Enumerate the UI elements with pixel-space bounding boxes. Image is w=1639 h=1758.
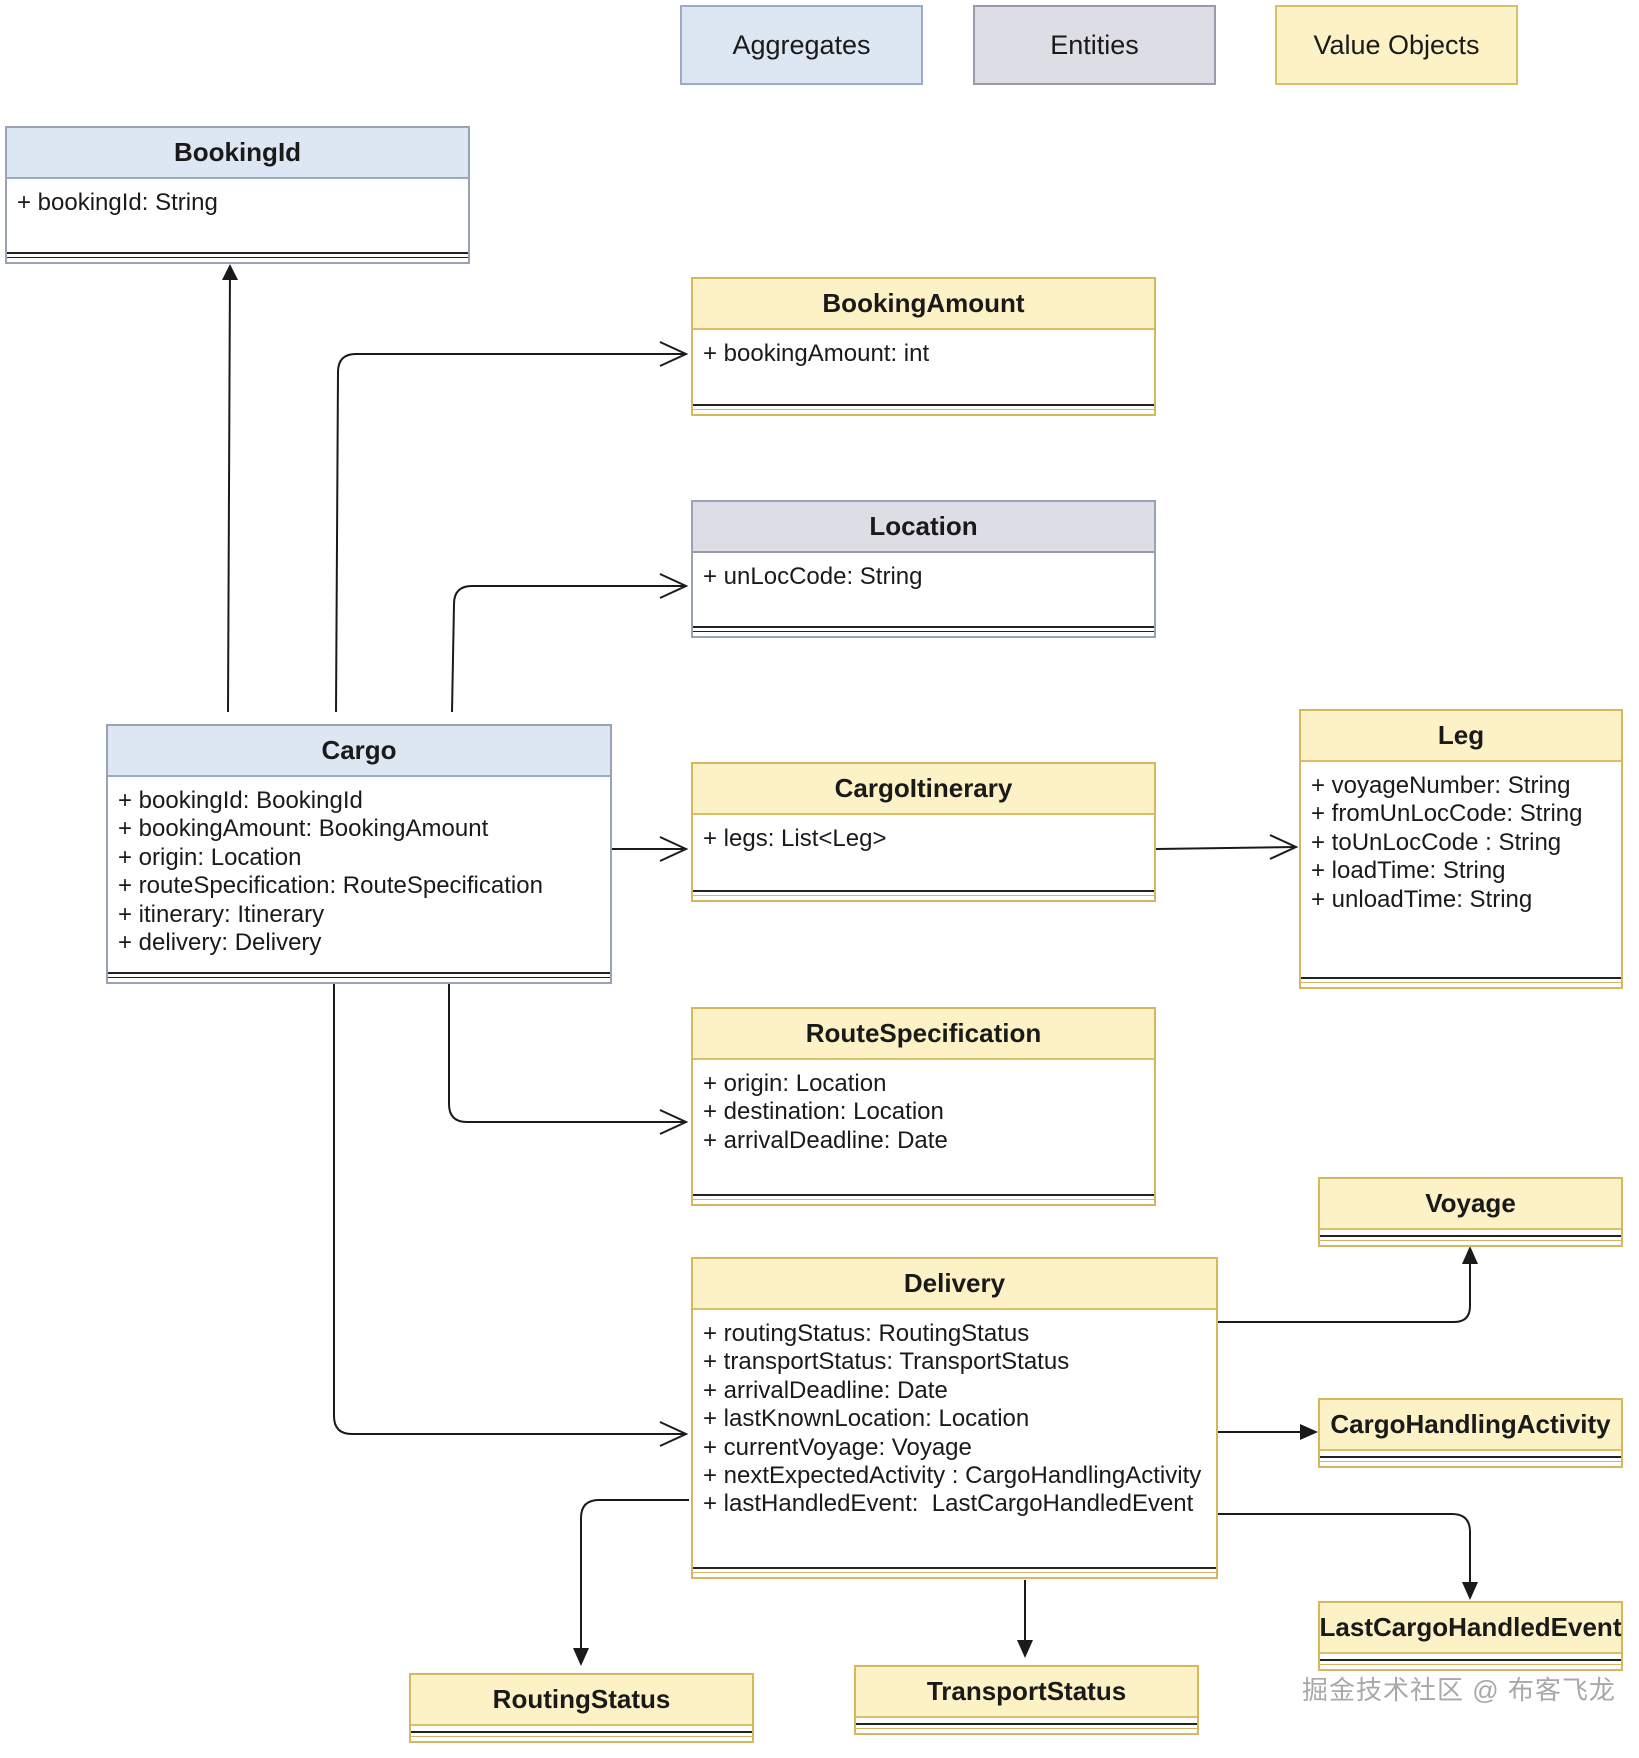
class-transportstatus: TransportStatus — [854, 1665, 1199, 1735]
class-divider — [1320, 1659, 1621, 1665]
class-divider — [7, 252, 468, 258]
class-divider — [693, 1567, 1216, 1573]
class-divider — [1320, 1456, 1621, 1462]
class-title: CargoHandlingActivity — [1320, 1400, 1621, 1451]
class-divider — [108, 972, 610, 978]
class-attribute: + nextExpectedActivity : CargoHandlingAc… — [703, 1462, 1202, 1490]
class-attribute: + transportStatus: TransportStatus — [703, 1348, 1070, 1376]
arrowhead-handling-activity — [1300, 1424, 1318, 1440]
class-title: CargoItinerary — [693, 764, 1154, 815]
arrowhead-last-event — [1462, 1582, 1478, 1600]
legend-aggregates-label: Aggregates — [732, 29, 871, 60]
class-attribute: + origin: Location — [703, 1070, 887, 1097]
arrowhead-routespec — [659, 1109, 689, 1135]
class-attribute: + fromUnLocCode: String — [1311, 800, 1583, 828]
legend-entities: Entities — [973, 5, 1216, 85]
legend-aggregates: Aggregates — [680, 5, 923, 85]
class-attribute: + toUnLocCode : String — [1311, 828, 1562, 856]
class-divider — [411, 1731, 752, 1737]
edge-itinerary-leg — [1155, 846, 1297, 850]
class-attribute: + bookingAmount: BookingAmount — [118, 815, 489, 843]
class-title: Leg — [1301, 711, 1621, 762]
class-attribute: + origin: Location — [118, 843, 302, 871]
class-attribute: + delivery: Delivery — [118, 929, 322, 957]
class-divider — [1301, 977, 1621, 983]
class-attribute: + routeSpecification: RouteSpecification — [118, 872, 543, 900]
edge-cargo-bookingamount — [335, 353, 686, 713]
edge-delivery-voyage — [1218, 1252, 1471, 1323]
class-attribute: + lastHandledEvent: LastCargoHandledEven… — [703, 1490, 1194, 1518]
class-attribute: + destination: Location — [703, 1098, 944, 1126]
class-attribute: + lastKnownLocation: Location — [703, 1405, 1030, 1433]
class-attribute: + voyageNumber: String — [1311, 772, 1571, 799]
class-routingstatus: RoutingStatus — [409, 1673, 754, 1743]
arrowhead-itinerary — [659, 836, 689, 862]
class-attribute: + arrivalDeadline: Date — [703, 1126, 948, 1154]
class-title: Cargo — [108, 726, 610, 777]
class-leg: Leg + voyageNumber: String + fromUnLocCo… — [1299, 709, 1623, 989]
legend-value-objects-label: Value Objects — [1313, 29, 1480, 60]
class-bookingid: BookingId + bookingId: String — [5, 126, 470, 264]
edge-cargo-bookingid — [227, 267, 231, 713]
class-lastcargohandledevent: LastCargoHandledEvent — [1318, 1601, 1623, 1671]
class-title: LastCargoHandledEvent — [1320, 1603, 1621, 1654]
arrowhead-leg — [1269, 834, 1299, 860]
class-title: BookingAmount — [693, 279, 1154, 330]
class-attribute: + unLocCode: String — [703, 563, 923, 590]
class-divider — [693, 626, 1154, 632]
class-title: TransportStatus — [856, 1667, 1197, 1718]
class-attribute: + unloadTime: String — [1311, 885, 1533, 913]
class-location: Location + unLocCode: String — [691, 500, 1156, 638]
arrowhead-transport-status — [1017, 1640, 1033, 1658]
class-voyage: Voyage — [1318, 1177, 1623, 1247]
class-divider — [856, 1723, 1197, 1729]
class-attribute: + currentVoyage: Voyage — [703, 1433, 972, 1461]
class-attribute: + routingStatus: RoutingStatus — [703, 1320, 1030, 1347]
legend-entities-label: Entities — [1050, 29, 1139, 60]
class-attribute: + bookingAmount: int — [703, 340, 930, 367]
class-delivery: Delivery + routingStatus: RoutingStatus … — [691, 1257, 1218, 1579]
edge-cargo-delivery — [333, 982, 686, 1435]
class-title: RoutingStatus — [411, 1675, 752, 1726]
class-attribute: + itinerary: Itinerary — [118, 900, 325, 928]
class-attribute: + legs: List<Leg> — [703, 825, 887, 852]
edge-delivery-routing-status — [580, 1499, 689, 1660]
class-attribute: + bookingId: BookingId — [118, 787, 363, 814]
class-bookingamount: BookingAmount + bookingAmount: int — [691, 277, 1156, 416]
arrowhead-location — [659, 573, 689, 599]
arrowhead-bookingid — [222, 264, 238, 280]
edge-cargo-routespec — [448, 982, 686, 1123]
class-attribute: + bookingId: String — [17, 189, 218, 216]
class-cargoitinerary: CargoItinerary + legs: List<Leg> — [691, 762, 1156, 902]
class-title: RouteSpecification — [693, 1009, 1154, 1060]
arrowhead-voyage — [1462, 1246, 1478, 1264]
watermark: 掘金技术社区 @ 布客飞龙 — [1302, 1675, 1616, 1705]
class-routespecification: RouteSpecification + origin: Location + … — [691, 1007, 1156, 1206]
edge-cargo-location — [451, 585, 686, 713]
class-title: BookingId — [7, 128, 468, 179]
arrowhead-delivery — [659, 1421, 689, 1447]
class-title: Location — [693, 502, 1154, 553]
edge-delivery-last-event — [1218, 1513, 1471, 1594]
arrowhead-bookingamount — [659, 341, 689, 367]
class-divider — [693, 404, 1154, 410]
class-title: Delivery — [693, 1259, 1216, 1310]
legend-value-objects: Value Objects — [1275, 5, 1518, 85]
arrowhead-routing-status — [573, 1648, 589, 1666]
class-cargohandlingactivity: CargoHandlingActivity — [1318, 1398, 1623, 1468]
class-divider — [693, 890, 1154, 896]
class-attribute: + loadTime: String — [1311, 857, 1506, 885]
class-attribute: + arrivalDeadline: Date — [703, 1376, 948, 1404]
class-divider — [693, 1194, 1154, 1200]
class-cargo: Cargo + bookingId: BookingId + bookingAm… — [106, 724, 612, 984]
class-title: Voyage — [1320, 1179, 1621, 1230]
class-divider — [1320, 1235, 1621, 1241]
